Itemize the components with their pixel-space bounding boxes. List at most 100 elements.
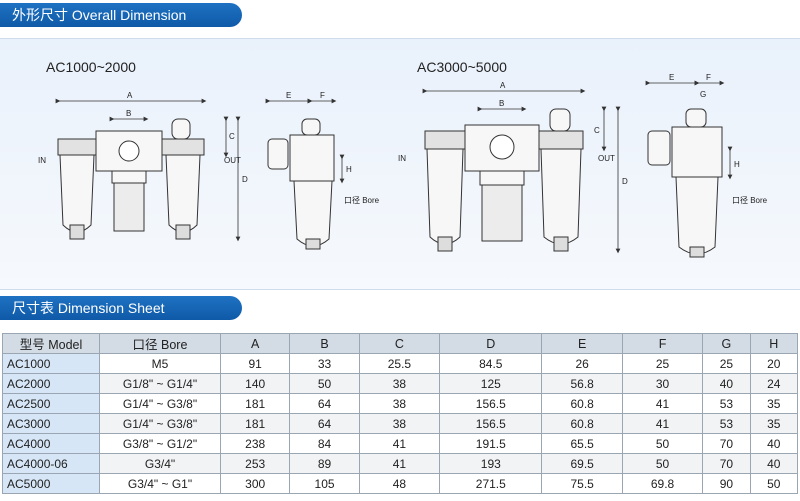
model-cell: AC4000-06 [2,453,100,474]
dimension-cell: 64 [289,393,360,414]
dimension-cell: 50 [621,433,704,454]
dimension-cell: 125 [439,373,543,394]
dimension-cell: 25 [702,353,751,374]
dimension-cell: 20 [749,353,799,374]
col-h: H [749,333,799,354]
model-cell: AC3000 [2,413,100,434]
dimension-cell: 191.5 [439,433,543,454]
dim-d-right: D [622,177,628,186]
col-c: C [358,333,441,354]
overall-dimension-header: 外形尺寸 Overall Dimension [0,3,242,27]
dimension-cell: 75.5 [541,473,623,494]
dim-a-left: A [127,91,133,100]
model-cell: AC4000 [2,433,100,454]
dimension-cell: 40 [702,373,751,394]
dimension-cell: 41 [358,453,441,474]
dimension-cell: 48 [358,473,441,494]
bore-label-right: 口径 Bore [732,195,768,205]
dim-c-left: C [229,132,235,141]
dim-f-right: F [706,73,711,82]
col-a: A [219,333,291,354]
bore-cell: G3/4" ~ G1" [99,473,221,494]
dimension-cell: 65.5 [541,433,623,454]
dim-d-left: D [242,175,248,184]
col-bore: 口径 Bore [99,333,221,354]
dimension-cell: 50 [289,373,360,394]
dimension-cell: 90 [702,473,751,494]
dim-h-left: H [346,165,352,174]
model-cell: AC5000 [2,473,100,494]
dimension-cell: 41 [621,413,704,434]
dimension-cell: 30 [621,373,704,394]
dimension-cell: 89 [289,453,360,474]
dimension-cell: 64 [289,413,360,434]
out-label-left: OUT [224,156,241,165]
dimension-cell: 38 [358,393,441,414]
dimension-cell: 41 [358,433,441,454]
col-g: G [702,333,751,354]
dimension-cell: 35 [749,393,799,414]
dimension-cell: 300 [219,473,291,494]
col-b: B [289,333,360,354]
dimension-cell: 53 [702,413,751,434]
dim-a-right: A [500,81,506,90]
bore-cell: G1/8" ~ G1/4" [99,373,221,394]
dim-b-left: B [126,109,131,118]
dimension-cell: 84.5 [439,353,543,374]
bore-cell: G1/4" ~ G3/8" [99,413,221,434]
drawing-area: A B D C E F H IN OUT 口径 Bore A B D C E F… [0,38,800,290]
dimension-cell: 50 [621,453,704,474]
dimension-cell: 25.5 [358,353,441,374]
dimension-cell: 53 [702,393,751,414]
bore-label-left: 口径 Bore [344,195,380,205]
dimension-cell: 40 [749,433,799,454]
dimension-cell: 56.8 [541,373,623,394]
dim-c-right: C [594,126,600,135]
dimension-cell: 70 [702,433,751,454]
dimension-cell: 60.8 [541,413,623,434]
dimension-cell: 181 [219,393,291,414]
bore-cell: G1/4" ~ G3/8" [99,393,221,414]
dimension-cell: 156.5 [439,413,543,434]
dim-f-left: F [320,91,325,100]
model-cell: AC2000 [2,373,100,394]
technical-drawing: A B D C E F H IN OUT 口径 Bore A B D C E F… [38,73,768,258]
dimension-cell: 40 [749,453,799,474]
bore-cell: M5 [99,353,221,374]
dimension-cell: 156.5 [439,393,543,414]
dimension-cell: 253 [219,453,291,474]
dimension-cell: 181 [219,413,291,434]
dimension-cell: 84 [289,433,360,454]
dimension-cell: 238 [219,433,291,454]
dimension-cell: 41 [621,393,704,414]
in-label-left: IN [38,156,46,165]
dimension-cell: 25 [621,353,704,374]
dimension-cell: 105 [289,473,360,494]
col-f: F [621,333,704,354]
model-label-left: AC1000~2000 [46,59,136,75]
dimension-cell: 140 [219,373,291,394]
col-e: E [541,333,623,354]
dimension-cell: 69.8 [621,473,704,494]
model-label-right: AC3000~5000 [417,59,507,75]
dimension-cell: 91 [219,353,291,374]
dim-e-right: E [669,73,674,82]
dim-b-right: B [499,99,504,108]
col-model: 型号 Model [2,333,100,354]
dimension-cell: 33 [289,353,360,374]
dim-e-left: E [286,91,291,100]
dimension-cell: 35 [749,413,799,434]
dim-h-right: H [734,160,740,169]
dimension-sheet-header: 尺寸表 Dimension Sheet [0,296,242,320]
out-label-right: OUT [598,154,615,163]
dimension-cell: 50 [749,473,799,494]
dimension-cell: 271.5 [439,473,543,494]
dimension-cell: 193 [439,453,543,474]
bore-cell: G3/4" [99,453,221,474]
